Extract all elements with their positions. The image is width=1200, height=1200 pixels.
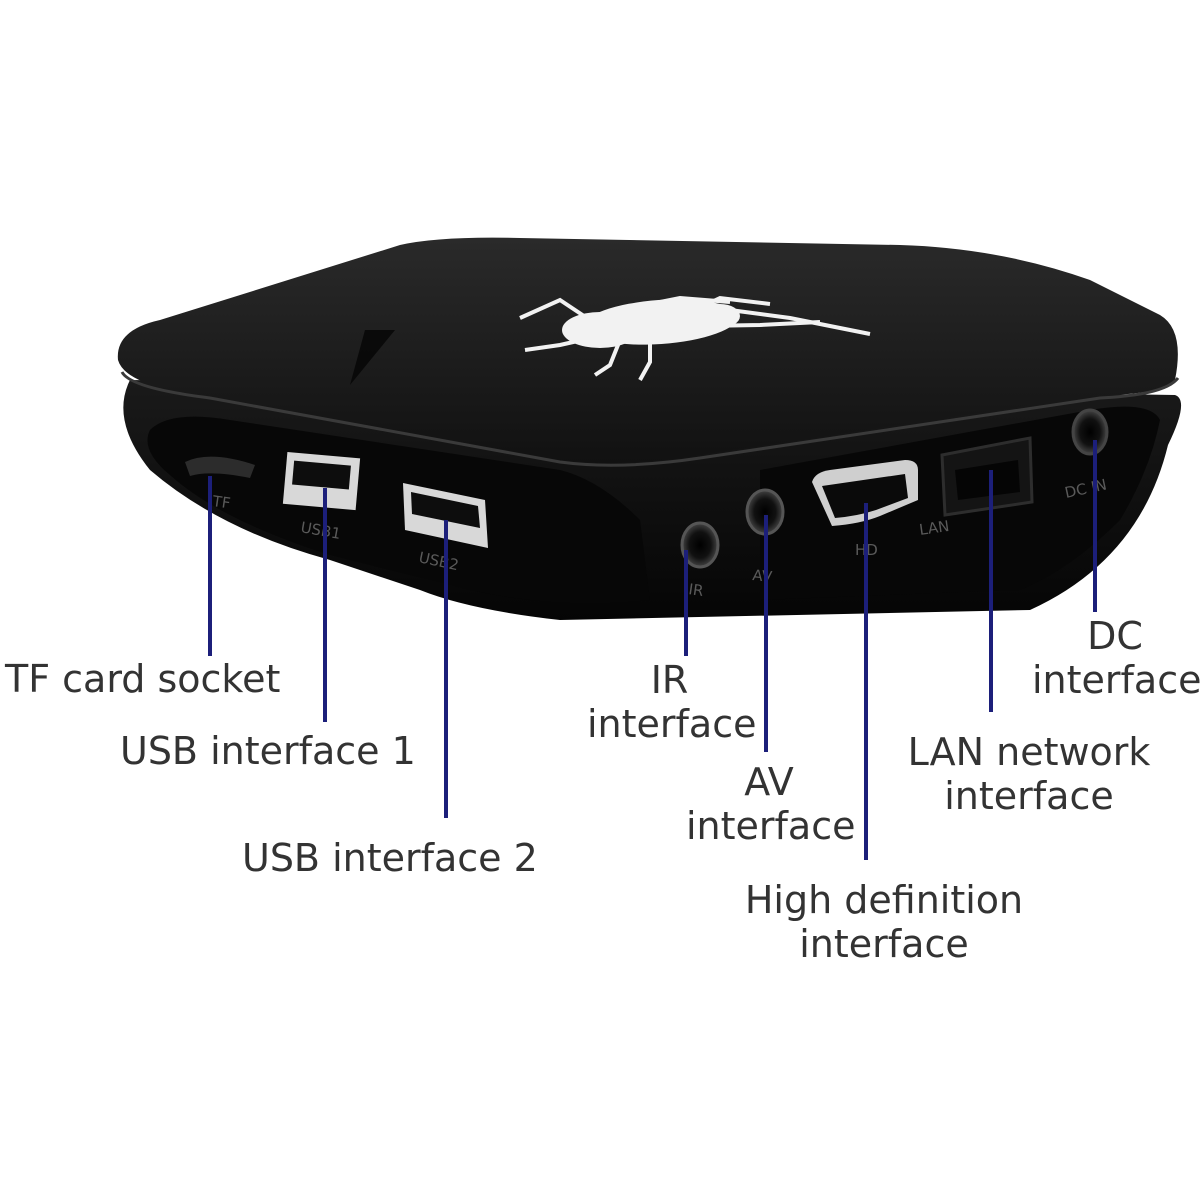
av-port-label: AV [752, 566, 774, 586]
lan-port-label: LAN [918, 517, 950, 539]
callout-ir-interface: IR interface [587, 658, 757, 746]
top-edge-highlight [120, 371, 1180, 467]
hdmi-port: HD [812, 460, 918, 559]
callout-lan-network-interface: LAN network interface [907, 730, 1151, 818]
top-facet [350, 330, 395, 385]
device-top-surface [117, 237, 1178, 464]
spider-logo-icon [519, 295, 871, 381]
callout-lines [208, 440, 1097, 860]
callout-av-interface: AV interface [686, 760, 856, 848]
left-recess [147, 416, 650, 604]
usb2-port: USB2 [403, 483, 488, 574]
callout-usb-interface-1: USB interface 1 [120, 729, 416, 773]
tf-port-label: TF [210, 492, 231, 512]
av-jack: AV [745, 488, 785, 586]
ir-port-label: IR [687, 580, 704, 600]
callout-dc-interface: DC interface [1032, 614, 1200, 702]
callout-high-definition-interface: High definition interface [744, 878, 1024, 966]
ir-jack: IR [680, 521, 720, 600]
callout-tf-card-socket: TF card socket [5, 657, 281, 701]
tf-card-slot: TF [185, 456, 255, 512]
lan-port: LAN [918, 436, 1034, 539]
callout-usb-interface-2: USB interface 2 [242, 836, 538, 880]
